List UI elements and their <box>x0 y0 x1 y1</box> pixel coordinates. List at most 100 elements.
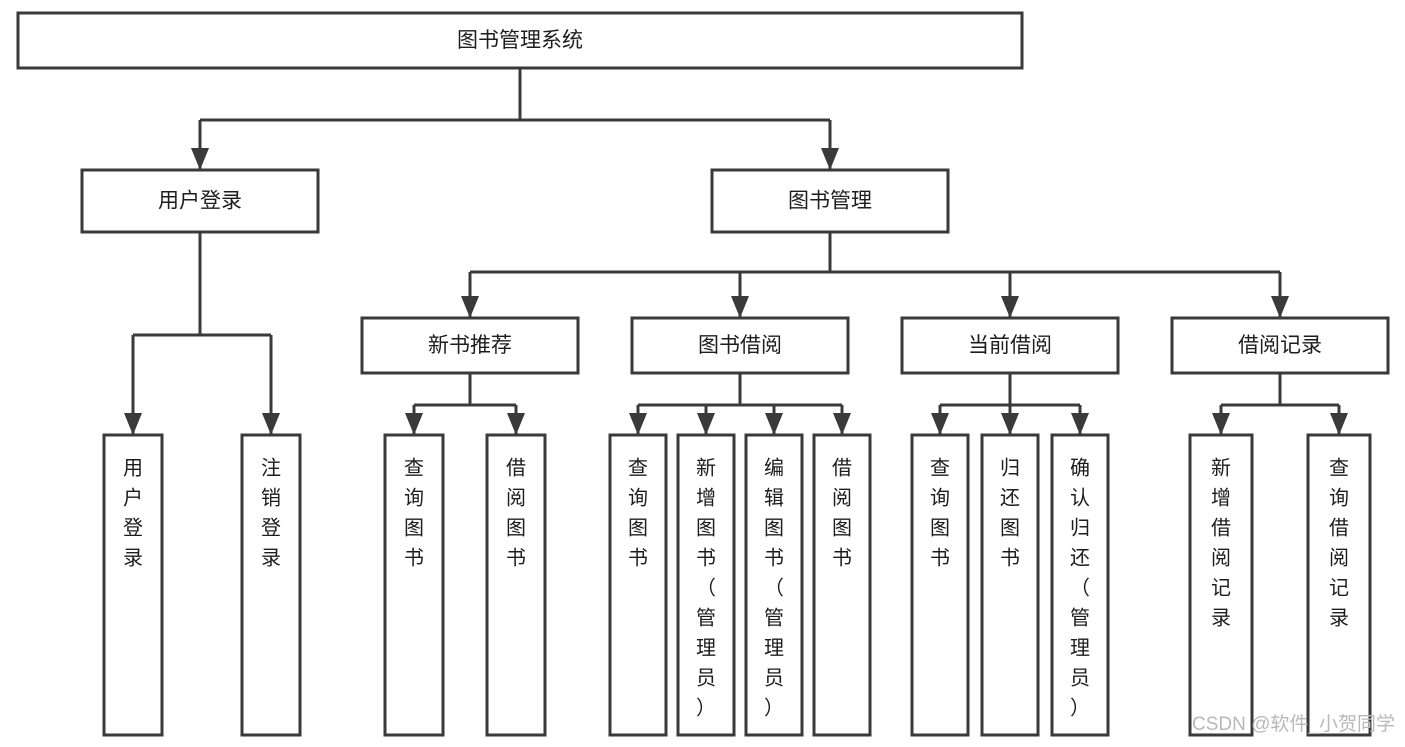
node-label-leaf-add-book: 图 <box>696 517 716 539</box>
node-label-leaf-add-borrow-record: 录 <box>1211 607 1231 629</box>
node-new-book-recommend[interactable]: 新书推荐 <box>360 316 580 375</box>
node-label-leaf-add-borrow-record: 记 <box>1211 576 1231 599</box>
node-label-leaf-query-book-current: 书 <box>930 546 950 569</box>
node-box-current-borrow[interactable] <box>900 316 1120 375</box>
node-label-leaf-borrow-book: 借 <box>832 456 852 479</box>
node-box-leaf-query-book-recommend[interactable] <box>383 433 445 737</box>
node-label-leaf-query-book-recommend: 书 <box>404 546 424 569</box>
node-label-leaf-confirm-return: 认 <box>1070 486 1090 509</box>
node-box-book-borrow[interactable] <box>630 316 850 375</box>
node-label-leaf-user-login: 登 <box>123 516 143 539</box>
node-label-leaf-query-book-borrow: 书 <box>628 546 648 569</box>
node-label-leaf-user-logout: 录 <box>261 547 281 569</box>
node-label-leaf-query-book-borrow: 图 <box>628 517 648 539</box>
node-book-management[interactable]: 图书管理 <box>710 168 950 234</box>
arrow-head-icon <box>1212 413 1230 435</box>
node-label-leaf-query-borrow-record: 阅 <box>1329 546 1349 569</box>
node-label-leaf-query-book-borrow: 查 <box>628 456 648 479</box>
node-box-leaf-borrow-book[interactable] <box>812 433 872 737</box>
node-label-leaf-add-borrow-record: 增 <box>1211 486 1231 509</box>
node-borrow-record[interactable]: 借阅记录 <box>1170 316 1390 375</box>
node-label-leaf-query-borrow-record: 记 <box>1329 576 1349 599</box>
node-box-new-book-recommend[interactable] <box>360 316 580 375</box>
node-label-leaf-user-login: 录 <box>123 547 143 569</box>
node-label-leaf-query-book-current: 图 <box>930 517 950 539</box>
node-label-leaf-query-borrow-record: 借 <box>1329 516 1349 539</box>
node-label-leaf-add-book: 新 <box>696 456 716 479</box>
node-label-leaf-user-logout: 注 <box>261 456 281 479</box>
node-user-login[interactable]: 用户登录 <box>80 168 320 234</box>
node-box-leaf-add-book[interactable] <box>676 433 736 737</box>
node-label-leaf-query-book-borrow: 询 <box>628 486 648 509</box>
node-label-book-management: 图书管理 <box>788 190 872 213</box>
node-book-borrow[interactable]: 图书借阅 <box>630 316 850 375</box>
node-box-leaf-query-book-borrow[interactable] <box>608 433 668 737</box>
node-label-leaf-borrow-book-recommend: 借 <box>506 456 526 479</box>
node-label-leaf-edit-book: （ <box>764 576 784 599</box>
node-label-leaf-return-book: 归 <box>1000 456 1020 479</box>
node-label-leaf-borrow-book-recommend: 书 <box>506 546 526 569</box>
node-box-leaf-confirm-return[interactable] <box>1050 433 1110 737</box>
node-box-leaf-query-borrow-record[interactable] <box>1306 433 1372 737</box>
node-root[interactable]: 图书管理系统 <box>16 11 1024 70</box>
node-box-book-management[interactable] <box>710 168 950 234</box>
node-label-leaf-edit-book: 编 <box>764 456 784 479</box>
node-label-leaf-return-book: 书 <box>1000 546 1020 569</box>
arrow-head-icon <box>507 413 525 435</box>
node-label-leaf-user-logout: 销 <box>261 486 281 509</box>
node-box-root[interactable] <box>16 11 1024 70</box>
node-leaf-user-login[interactable]: 用户登录 <box>102 433 164 737</box>
node-label-leaf-add-book: 理 <box>696 637 716 659</box>
node-current-borrow[interactable]: 当前借阅 <box>900 316 1120 375</box>
node-box-leaf-borrow-book-recommend[interactable] <box>485 433 547 737</box>
arrow-head-icon <box>821 148 839 170</box>
node-box-borrow-record[interactable] <box>1170 316 1390 375</box>
arrow-head-icon <box>1330 413 1348 435</box>
node-box-leaf-user-login[interactable] <box>102 433 164 737</box>
node-label-leaf-edit-book: 书 <box>764 546 784 569</box>
node-label-leaf-query-book-recommend: 查 <box>404 456 424 479</box>
connectors-layer <box>124 68 1348 435</box>
arrow-head-icon <box>931 413 949 435</box>
node-label-leaf-query-book-current: 询 <box>930 486 950 509</box>
node-box-leaf-add-borrow-record[interactable] <box>1188 433 1254 737</box>
arrow-head-icon <box>1001 296 1019 318</box>
node-box-leaf-return-book[interactable] <box>980 433 1040 737</box>
node-box-leaf-user-logout[interactable] <box>240 433 302 737</box>
node-box-leaf-query-book-current[interactable] <box>910 433 970 737</box>
node-label-leaf-edit-book: 图 <box>764 517 784 539</box>
arrow-head-icon <box>765 413 783 435</box>
node-label-leaf-query-borrow-record: 查 <box>1329 456 1349 479</box>
node-label-leaf-add-book: 管 <box>696 606 716 629</box>
node-label-leaf-query-book-recommend: 询 <box>404 486 424 509</box>
arrow-head-icon <box>731 296 749 318</box>
node-label-leaf-borrow-book: 阅 <box>832 486 852 509</box>
node-box-user-login[interactable] <box>80 168 320 234</box>
node-label-leaf-borrow-book: 书 <box>832 546 852 569</box>
node-label-leaf-confirm-return: （ <box>1070 576 1090 599</box>
node-box-leaf-edit-book[interactable] <box>744 433 804 737</box>
node-label-leaf-confirm-return: 还 <box>1070 546 1090 569</box>
arrow-head-icon <box>1271 296 1289 318</box>
node-label-leaf-query-book-current: 查 <box>930 456 950 479</box>
node-label-leaf-add-book: 书 <box>696 546 716 569</box>
node-label-leaf-user-login: 户 <box>123 486 143 509</box>
arrow-head-icon <box>629 413 647 435</box>
node-label-leaf-add-borrow-record: 新 <box>1211 456 1231 479</box>
node-label-leaf-edit-book: 辑 <box>764 486 784 509</box>
node-label-leaf-add-book: 员 <box>696 667 716 689</box>
node-label-leaf-edit-book: 员 <box>764 667 784 689</box>
node-label-leaf-confirm-return: 归 <box>1070 516 1090 539</box>
